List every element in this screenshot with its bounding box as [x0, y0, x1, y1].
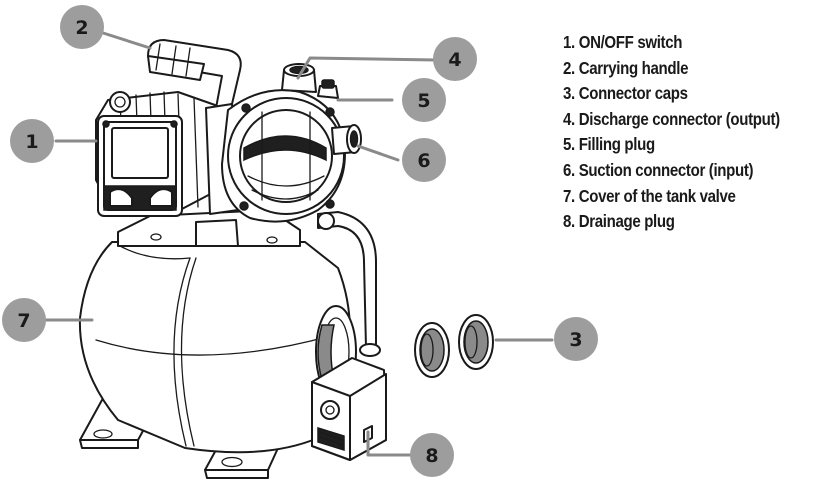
callout-7: 7 [2, 298, 46, 342]
legend-item: 3. Connector caps [563, 83, 688, 104]
leader-2 [98, 30, 152, 50]
callout-8: 8 [410, 433, 454, 477]
callout-4-number: 4 [448, 49, 461, 71]
legend-item: 2. Carrying handle [563, 57, 689, 78]
on-off-switch-box [97, 115, 183, 217]
discharge-connector [281, 63, 317, 93]
connector-caps [414, 314, 494, 378]
callout-7-number: 7 [17, 310, 30, 332]
pressure-switch-housing [311, 357, 387, 461]
parts-legend: 1. ON/OFF switch 2. Carrying handle 3. C… [563, 30, 815, 235]
leader-8 [366, 430, 416, 457]
leader-6 [356, 144, 400, 162]
callout-1: 1 [10, 119, 54, 163]
callout-3: 3 [554, 317, 598, 361]
callout-4: 4 [433, 37, 477, 81]
suction-connector [331, 124, 362, 155]
pump-head [221, 89, 346, 223]
legend-item: 1. ON/OFF switch [563, 32, 683, 52]
filling-plug [317, 79, 339, 99]
legend-item: 7. Cover of the tank valve [563, 185, 736, 206]
callout-6-number: 6 [417, 150, 430, 172]
callout-6: 6 [402, 138, 446, 182]
legend-item: 4. Discharge connector (output) [563, 108, 780, 129]
callout-5: 5 [402, 78, 446, 122]
callout-2-number: 2 [75, 17, 88, 39]
legend-item: 5. Filling plug [563, 134, 655, 155]
legend-item: 6. Suction connector (input) [563, 159, 754, 180]
leader-lines [42, 30, 554, 457]
callout-2: 2 [60, 5, 104, 49]
legend-item: 8. Drainage plug [563, 211, 675, 232]
callout-5-number: 5 [417, 90, 430, 112]
callout-1-number: 1 [25, 131, 38, 153]
hose [317, 211, 381, 357]
callout-3-number: 3 [569, 329, 582, 351]
callout-8-number: 8 [425, 445, 438, 467]
leader-4 [296, 56, 438, 80]
pressure-tank [78, 241, 351, 454]
